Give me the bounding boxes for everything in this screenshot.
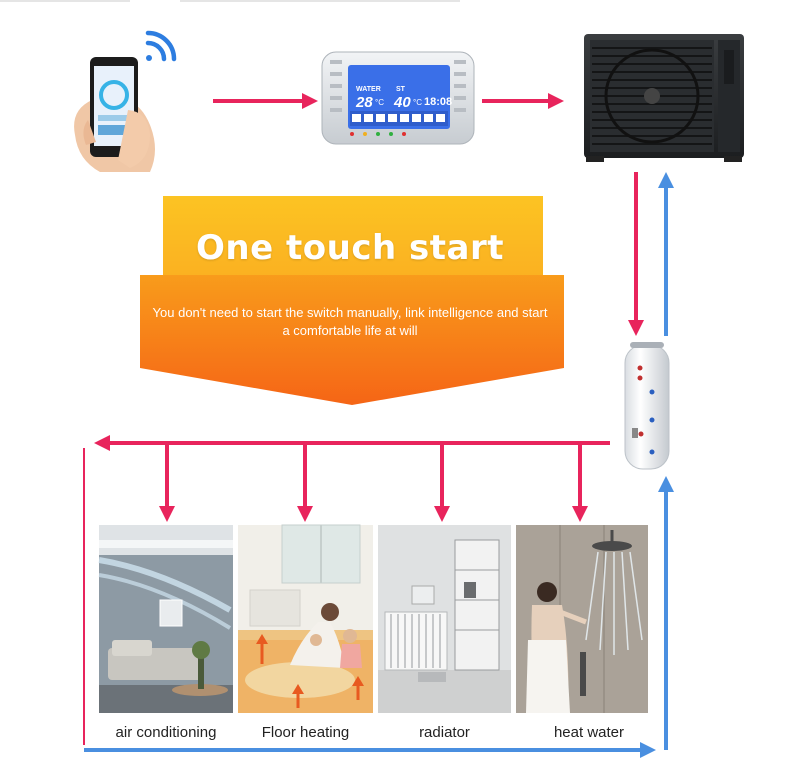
return-arrows [84,172,674,758]
lcd-water-label: WATER [356,86,381,93]
controller-panel [321,51,475,145]
lcd-set-temp: 40 [394,94,411,111]
lcd-water-temp: 28 [356,94,373,111]
label-air-conditioning: air conditioning [115,724,217,741]
lcd-set-label: ST [396,86,405,93]
heat-water-photo [516,525,648,713]
banner-title: One touch start [196,228,504,268]
lcd-clock: 18:08 [424,96,453,108]
lcd-water-unit: °C [375,98,384,107]
banner-subtitle: You don't need to start the switch manua… [152,305,548,338]
supply-arrows [83,93,644,745]
banner-shape [140,196,564,405]
label-floor-heating: Floor heating [261,724,350,741]
label-radiator: radiator [419,724,470,741]
lcd-set-unit: °C [413,98,422,107]
air-conditioning-photo [98,525,233,713]
wifi-icon [145,30,177,62]
radiator-photo [378,525,511,713]
water-tank [624,342,670,470]
label-heat-water: heat water [553,724,625,741]
floor-heating-photo [238,524,373,713]
heat-pump-unit [584,34,744,162]
smartphone-app-icon [74,57,155,172]
